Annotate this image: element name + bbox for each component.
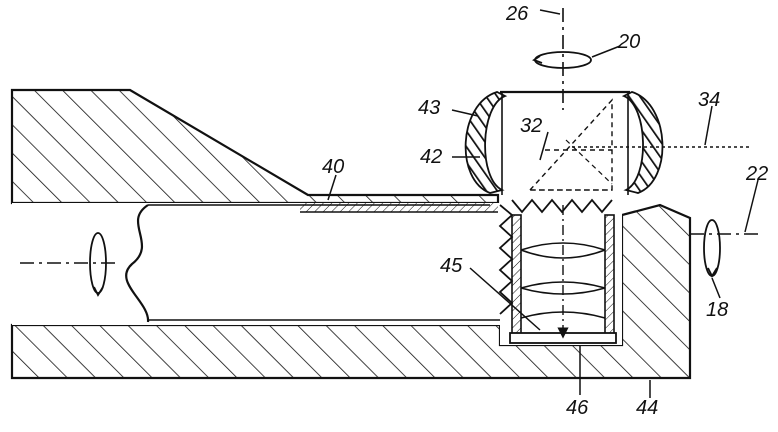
label-20: 20 <box>617 31 640 53</box>
rotation-arrow-18-right <box>704 220 720 276</box>
label-34: 34 <box>698 89 720 111</box>
label-40: 40 <box>322 156 344 178</box>
label-44: 44 <box>636 397 658 419</box>
label-42: 42 <box>420 146 442 168</box>
label-45: 45 <box>440 255 463 277</box>
label-46: 46 <box>566 397 589 419</box>
label-26: 26 <box>505 3 529 25</box>
label-18: 18 <box>706 299 728 321</box>
lens-barrel-right <box>605 215 614 337</box>
prism <box>530 100 612 190</box>
dome-ring-right <box>624 92 662 193</box>
dome-ring-left <box>466 92 505 193</box>
label-32: 32 <box>520 115 542 137</box>
shaft-tube <box>12 203 500 325</box>
image-sensor <box>510 333 616 343</box>
label-43: 43 <box>418 97 440 119</box>
lens-barrel-left <box>512 215 521 337</box>
label-22: 22 <box>745 163 768 185</box>
